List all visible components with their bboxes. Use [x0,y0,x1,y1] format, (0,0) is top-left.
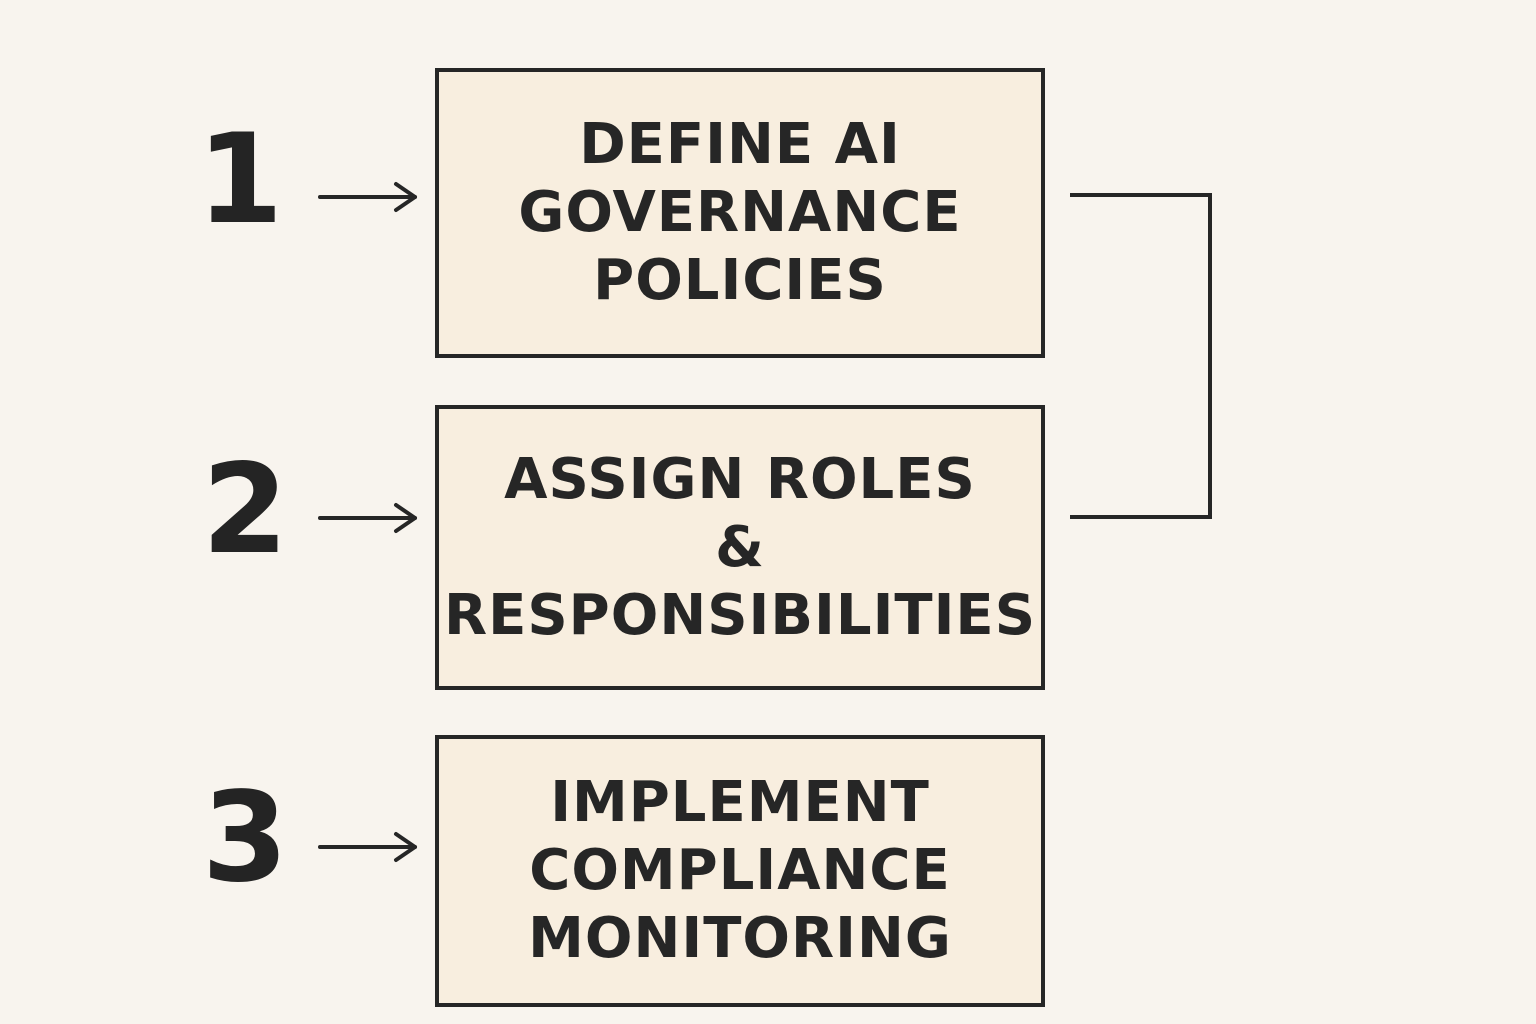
arrow-right-icon [318,503,417,533]
step-box-line: MONITORING [528,906,952,971]
step-box-line: GOVERNANCE [518,180,962,245]
step-box-line: RESPONSIBILITIES [443,582,1037,648]
step-number-2: 2 [201,438,289,582]
step-box-line: DEFINE AI [579,112,901,177]
step-box-line: IMPLEMENT [550,770,930,835]
step-box-assign-roles: ASSIGN ROLES & RESPONSIBILITIES [435,405,1045,690]
bracket-connector [1070,193,1212,519]
step-box-compliance-monitoring: IMPLEMENT COMPLIANCE MONITORING [435,735,1045,1007]
step-box-line: & [715,514,765,580]
step-box-line: ASSIGN ROLES [504,446,976,512]
step-number-3: 3 [201,766,289,910]
step-number-1: 1 [196,108,284,252]
step-box-line: POLICIES [593,248,887,313]
step-box-line: COMPLIANCE [529,838,951,903]
arrow-right-icon [318,182,417,212]
step-box-define-policies: DEFINE AI GOVERNANCE POLICIES [435,68,1045,358]
arrow-right-icon [318,832,417,862]
